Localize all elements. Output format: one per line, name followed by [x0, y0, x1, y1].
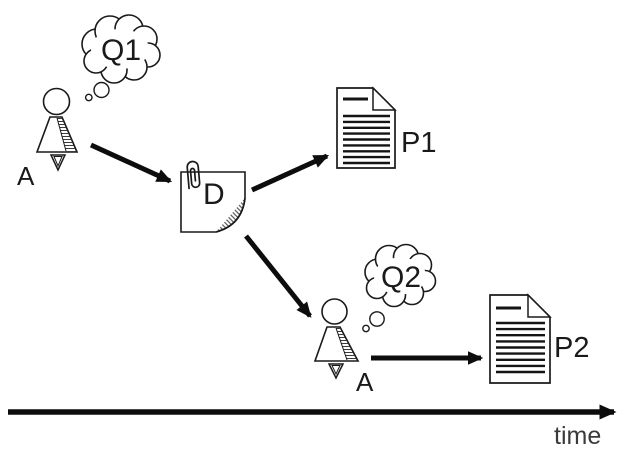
- timeline-label: time: [554, 422, 601, 450]
- thought-trail-bubble: [369, 311, 385, 327]
- person-head: [321, 298, 348, 325]
- actor1-person-icon: [35, 87, 79, 172]
- note-with-paperclip-icon: [180, 160, 246, 233]
- arrow-note-to-actor2: [244, 234, 312, 318]
- actor1-label: A: [17, 161, 35, 191]
- document-fold-corner: [372, 86, 397, 111]
- paper1-document-icon: [336, 86, 397, 169]
- document-text-lines: [496, 306, 545, 374]
- person-feet: [49, 154, 67, 172]
- thought-bubble-q1-icon: [81, 14, 161, 102]
- document-fold-corner: [527, 293, 552, 318]
- paper2-label: P2: [554, 332, 589, 364]
- thought-trail-bubble: [362, 324, 370, 333]
- thought-bubble-q2-icon: [362, 243, 437, 333]
- paper1-label: P1: [401, 127, 436, 159]
- thought-trail-bubble: [84, 93, 93, 102]
- thought-trail-bubble: [93, 81, 110, 99]
- arrow-actor1-to-note: [89, 142, 173, 184]
- thought-q2-label: Q2: [381, 261, 421, 294]
- paperclip-icon: [186, 160, 201, 190]
- person-body-shading: [57, 117, 76, 152]
- paper2-document-icon: [489, 293, 552, 384]
- person-head: [42, 87, 71, 116]
- note-curl-shading: [216, 198, 245, 232]
- arrow-note-to-paper1: [250, 153, 330, 193]
- thought-q1-label: Q1: [101, 34, 141, 67]
- note-label: D: [203, 178, 225, 211]
- timeline: time: [8, 404, 617, 450]
- person-feet: [327, 363, 345, 380]
- actor2-label: A: [356, 367, 374, 397]
- document-text-lines: [343, 97, 390, 165]
- person-body-shading: [336, 327, 357, 361]
- actor2-person-icon: [313, 298, 360, 380]
